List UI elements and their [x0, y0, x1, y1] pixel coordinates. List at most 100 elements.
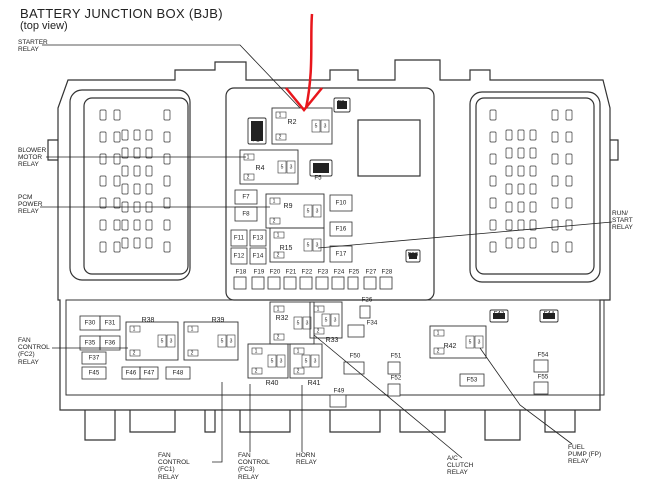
left-connector-pins-a: [99, 109, 121, 253]
pin-2-label: 2: [297, 368, 300, 374]
fuse-f36: F36: [99, 335, 121, 351]
callout-horn-relay: HORN RELAY: [296, 452, 317, 467]
fuse-label-f16: F16: [336, 226, 347, 233]
pin-3-label: 3: [230, 338, 233, 344]
pin-5-label: 5: [307, 242, 310, 248]
pin-1-label: 1: [437, 330, 440, 336]
fuse-label-f25: F25: [349, 269, 360, 276]
fuse-label-f44: F44: [544, 311, 555, 318]
pin-2-label: 2: [437, 348, 440, 354]
relay-label-r33: R33: [326, 337, 339, 344]
callout-fan-control-fc2-relay: FAN CONTROL (FC2) RELAY: [18, 337, 50, 366]
fuse-label-f35: F35: [85, 340, 96, 347]
fuse-f16: F16: [329, 221, 353, 237]
pin-3-label: 3: [334, 317, 337, 323]
fuse-label-f10: F10: [336, 200, 347, 207]
pin-3-label: 3: [280, 358, 283, 364]
pin-1-label: 1: [277, 306, 280, 312]
pin-3-label: 3: [316, 208, 319, 214]
callout-fan-control-fc3-relay: FAN CONTROL (FC3) RELAY: [238, 452, 270, 481]
fuse-label-f13: F13: [253, 235, 264, 242]
fuse-label-f36: F36: [105, 340, 116, 347]
pin-2-label: 2: [317, 328, 320, 334]
pin-1-label: 1: [191, 326, 194, 332]
relay-label-r9: R9: [284, 203, 293, 210]
relay-label-r2: R2: [288, 119, 297, 126]
fuse-label-f7: F7: [242, 194, 250, 201]
pin-1-label: 1: [247, 154, 250, 160]
fuse-label-f54: F54: [538, 352, 549, 359]
pin-5-label: 5: [305, 358, 308, 364]
pin-5-label: 5: [297, 320, 300, 326]
pin-2-label: 2: [247, 174, 250, 180]
pin-1-label: 1: [317, 306, 320, 312]
fuse-f1: F1: [247, 117, 267, 145]
fuse-label-f20: F20: [270, 269, 281, 276]
fuse-label-f21: F21: [286, 269, 297, 276]
pin-3-label: 3: [316, 242, 319, 248]
callout-blower-motor-relay: BLOWER MOTOR RELAY: [18, 147, 47, 169]
pin-5-label: 5: [325, 317, 328, 323]
fuse-label-f48: F48: [173, 370, 184, 377]
pin-1-label: 1: [277, 232, 280, 238]
fuse-label-f28: F28: [382, 269, 393, 276]
relay-label-r32: R32: [276, 315, 289, 322]
fuse-f26: F26: [359, 297, 373, 319]
relay-label-r39: R39: [212, 317, 225, 324]
fuse-f13: F13: [249, 229, 267, 247]
relay-label-r40: R40: [266, 380, 279, 387]
fuse-f48: F48: [165, 366, 191, 380]
callout-starter-relay: STARTER RELAY: [18, 39, 48, 54]
fuse-label-f26: F26: [362, 297, 373, 304]
fuse-label-f11: F11: [234, 235, 245, 242]
fuse-f7: F7: [234, 189, 258, 205]
pin-1-label: 1: [255, 348, 258, 354]
pin-3-label: 3: [314, 358, 317, 364]
fuse-f45: F45: [81, 366, 107, 380]
fuse-label-f12: F12: [234, 253, 245, 260]
fuse-f46: F46: [121, 366, 141, 380]
fuse-f37: F37: [81, 351, 107, 365]
callout-leader-lines: [40, 44, 613, 463]
pin-1-label: 1: [279, 112, 282, 118]
fuse-f8: F8: [234, 206, 258, 222]
fuse-label-f31: F31: [105, 320, 116, 327]
pin-2-label: 2: [279, 134, 282, 140]
fuse-f20: F20: [267, 269, 281, 290]
fuse-f44: F44: [539, 309, 559, 323]
fuse-label-f52: F52: [391, 375, 402, 382]
pin-3-label: 3: [306, 320, 309, 326]
pin-5-label: 5: [307, 208, 310, 214]
pin-1-label: 1: [133, 326, 136, 332]
fuse-label-f23: F23: [318, 269, 329, 276]
right-connector-pins-c: [551, 109, 573, 253]
fuse-f51: F51: [387, 353, 402, 375]
fuse-label-f19: F19: [254, 269, 265, 276]
relay-label-r41: R41: [308, 380, 321, 387]
relay-label-r38: R38: [142, 317, 155, 324]
right-connector-pins-a: [489, 109, 497, 253]
fuse-f55: F55: [533, 374, 549, 395]
fuse-f49: F49: [329, 388, 347, 408]
relay-label-r42: R42: [444, 343, 457, 350]
fuse-label-f47: F47: [144, 370, 155, 377]
pin-2-label: 2: [277, 252, 280, 258]
fuse-f10: F10: [329, 194, 353, 212]
left-connector-pins-c: [163, 109, 171, 253]
callout-run-start-relay: RUN/ START RELAY: [612, 210, 633, 232]
fuse-f18: F18: [233, 269, 247, 290]
right-connector-pins-b: [505, 129, 537, 249]
fuse-f11: F11: [230, 229, 248, 247]
fuse-f30: F30: [79, 315, 101, 331]
fuse-label-f27: F27: [366, 269, 377, 276]
fuse-label-f46: F46: [126, 370, 137, 377]
pin-2-label: 2: [277, 334, 280, 340]
fuse-f31: F31: [99, 315, 121, 331]
